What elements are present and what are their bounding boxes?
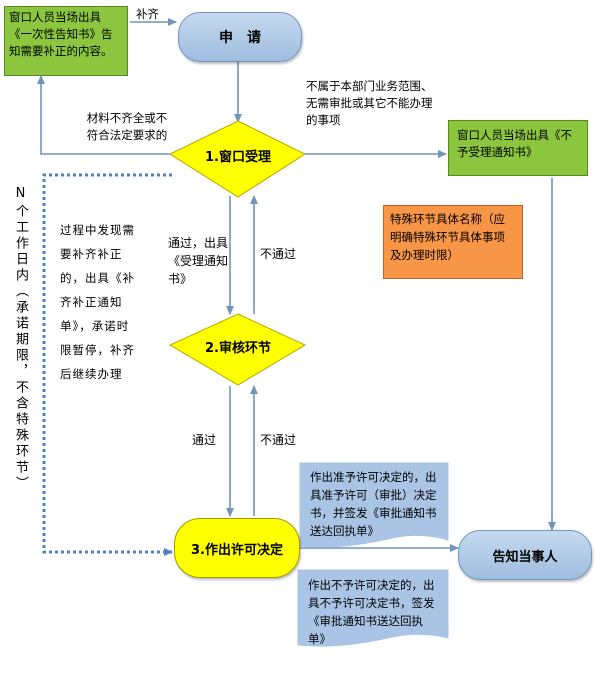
out-of-scope-label: 不属于本部门业务范围、无需审批或其它不能办理的事项 bbox=[306, 79, 433, 127]
one-time-notice-text: 窗口人员当场出具《一次性告知书》告知需要补正的内容。 bbox=[9, 10, 113, 58]
diamond-accept bbox=[168, 120, 307, 198]
diamond-review bbox=[168, 313, 307, 386]
non-acceptance-box: 窗口人员当场出具《不予受理通知书》 bbox=[448, 120, 588, 176]
approve-doc-text: 作出准予许可决定的，出具准予许可（审批）决定书，并签发《审批通知书送达回执单》 bbox=[302, 462, 448, 546]
decision-node: 3.作出许可决定 bbox=[174, 518, 300, 578]
special-step-box: 特殊环节具体名称（应明确特殊环节具体事项及办理时限） bbox=[383, 205, 523, 279]
review-fail-label: 不通过 bbox=[260, 247, 297, 261]
review-node-label: 2.审核环节 bbox=[205, 341, 271, 356]
reject-doc-shape bbox=[297, 569, 449, 647]
decision-node-label: 3.作出许可决定 bbox=[191, 542, 283, 558]
approve-doc-shape bbox=[299, 462, 449, 548]
approve-doc-label: 作出准予许可决定的，出具准予许可（审批）决定书，并签发《审批通知书送达回执单》 bbox=[310, 470, 437, 538]
apply-label: 申 请 bbox=[219, 30, 261, 46]
notify-node: 告知当事人 bbox=[458, 530, 592, 580]
one-time-notice-box: 窗口人员当场出具《一次性告知书》告知需要补正的内容。 bbox=[4, 6, 128, 76]
pass-issue-label: 通过，出具《受理通知书》 bbox=[168, 236, 229, 286]
reject-doc-text: 作出不予许可决定的，出具不予许可决定书，签发《审批通知书送达回执单》 bbox=[300, 570, 448, 654]
decision-fail-label: 不通过 bbox=[260, 433, 297, 447]
arrow-incomplete bbox=[37, 75, 170, 155]
notify-label: 告知当事人 bbox=[492, 549, 558, 565]
pass2-label: 通过 bbox=[192, 433, 217, 447]
special-step-text: 特殊环节具体名称（应明确特殊环节具体事项及办理时限） bbox=[390, 212, 505, 262]
buqi-label: 补齐 bbox=[136, 7, 159, 21]
time-limit-vertical-label: N个工作日内（承诺期限，不含特殊环节） bbox=[13, 186, 28, 492]
incomplete-label: 材料不齐全或不符合法定要求的 bbox=[86, 111, 168, 142]
apply-node: 申 请 bbox=[178, 12, 302, 62]
supplement-label: 过程中发现需要补齐补正的，出具《补齐补正通知单》，承诺时限暂停，补齐后继续办理 bbox=[60, 223, 135, 381]
reject-doc-label: 作出不予许可决定的，出具不予许可决定书，签发《审批通知书送达回执单》 bbox=[308, 578, 435, 646]
non-acceptance-text: 窗口人员当场出具《不予受理通知书》 bbox=[457, 128, 572, 159]
accept-node-label: 1.窗口受理 bbox=[205, 150, 271, 165]
connectors bbox=[37, 18, 556, 552]
